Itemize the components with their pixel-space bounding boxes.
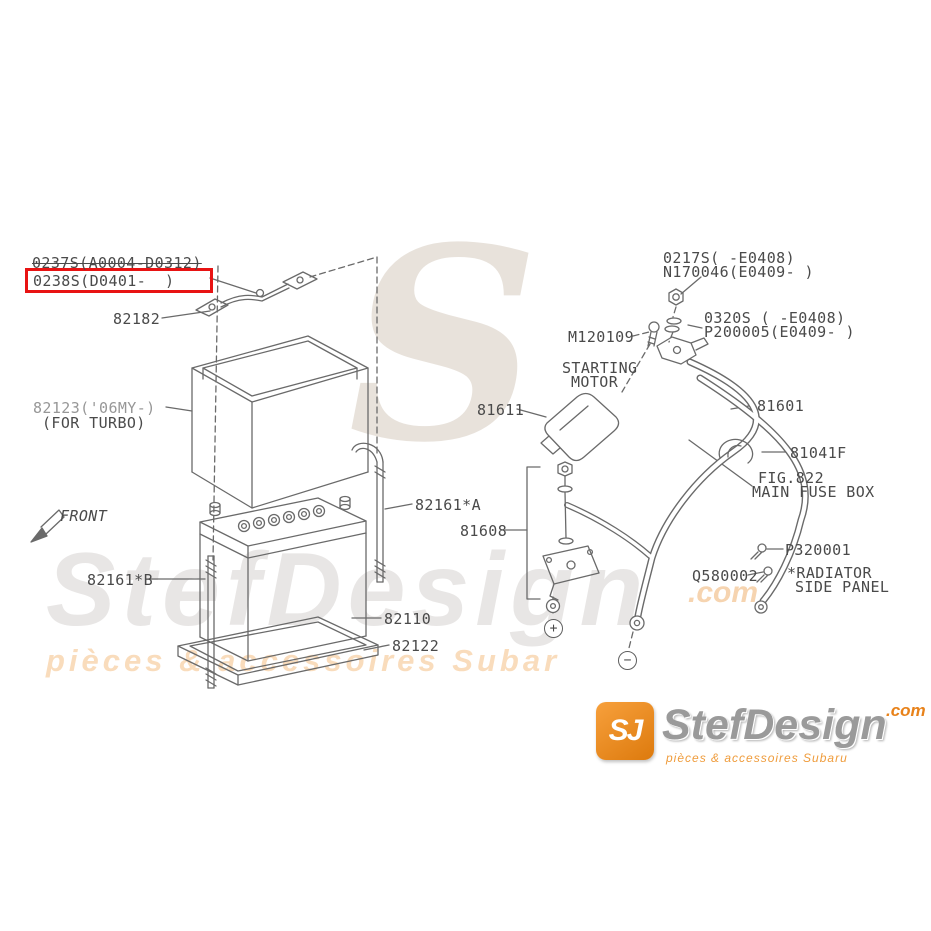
callout-81608: 81608: [460, 522, 508, 540]
radiator-label-1: *RADIATOR: [787, 564, 872, 582]
cable-assembly-81608: [504, 461, 600, 614]
battery-rod-a: [351, 442, 386, 583]
callout-82123-note: (FOR TURBO): [42, 414, 146, 432]
starting-motor-label-1: STARTING: [562, 359, 638, 377]
callout-82122: 82122: [392, 637, 440, 655]
negative-terminal-symbol: −: [618, 651, 637, 670]
callout-82123: 82123('06MY-): [33, 399, 156, 417]
leader-lines: [148, 276, 789, 651]
callout-81041f: 81041F: [790, 444, 847, 462]
callout-0217s: 0217S( -E0408): [663, 249, 796, 267]
callout-q580002: Q580002: [692, 567, 759, 585]
battery-rod-b: [205, 555, 217, 689]
callout-p200005: P200005(E0409- ): [704, 323, 855, 341]
callout-82161b: 82161*B: [87, 571, 154, 589]
fig-822-label: FIG.822: [758, 469, 825, 487]
radiator-label-2: SIDE PANEL: [795, 578, 890, 596]
callout-m120109: M120109: [568, 328, 635, 346]
callout-81611: 81611: [477, 401, 525, 419]
highlight-box: [25, 268, 213, 293]
callout-81601: 81601: [757, 397, 805, 415]
terminal-nut: [668, 288, 684, 306]
dashed-guides: [212, 256, 677, 649]
bolt-m120109: [647, 321, 660, 347]
panel-bolts: [750, 543, 773, 583]
brand-logo: SJ StefDesign .com pièces & accessoires …: [596, 696, 926, 778]
battery-box: [191, 335, 369, 509]
front-arrow-icon: [30, 509, 65, 543]
callout-n170046: N170046(E0409- ): [663, 263, 814, 281]
brand-tld: .com: [886, 701, 926, 720]
callout-82182: 82182: [113, 310, 161, 328]
callout-0238s: 0238S(D0401- ): [33, 272, 175, 290]
callout-0237s: 0237S(A0004-D0312): [32, 254, 202, 272]
holddown-bracket: [195, 271, 318, 317]
battery-cables: [564, 358, 809, 631]
positive-terminal-clamp: [656, 336, 709, 365]
terminal-washers: [664, 317, 682, 333]
starting-motor-label-2: MOTOR: [571, 373, 619, 391]
brand-monogram-icon: SJ: [596, 702, 654, 760]
callout-82161a: 82161*A: [415, 496, 482, 514]
positive-terminal-symbol: +: [544, 619, 563, 638]
battery-tray: [177, 616, 379, 686]
callout-82110: 82110: [384, 610, 432, 628]
brand-wordmark: StefDesign: [662, 701, 887, 749]
starting-motor: [540, 392, 620, 462]
main-fuse-box-label: MAIN FUSE BOX: [752, 483, 875, 501]
brand-tagline: pièces & accessoires Subaru: [666, 751, 848, 765]
callout-p320001: P320001: [785, 541, 852, 559]
callout-0320s: 0320S ( -E0408): [704, 309, 846, 327]
front-label: FRONT: [60, 507, 108, 525]
cable-clip: [718, 438, 754, 464]
battery: [199, 495, 367, 662]
